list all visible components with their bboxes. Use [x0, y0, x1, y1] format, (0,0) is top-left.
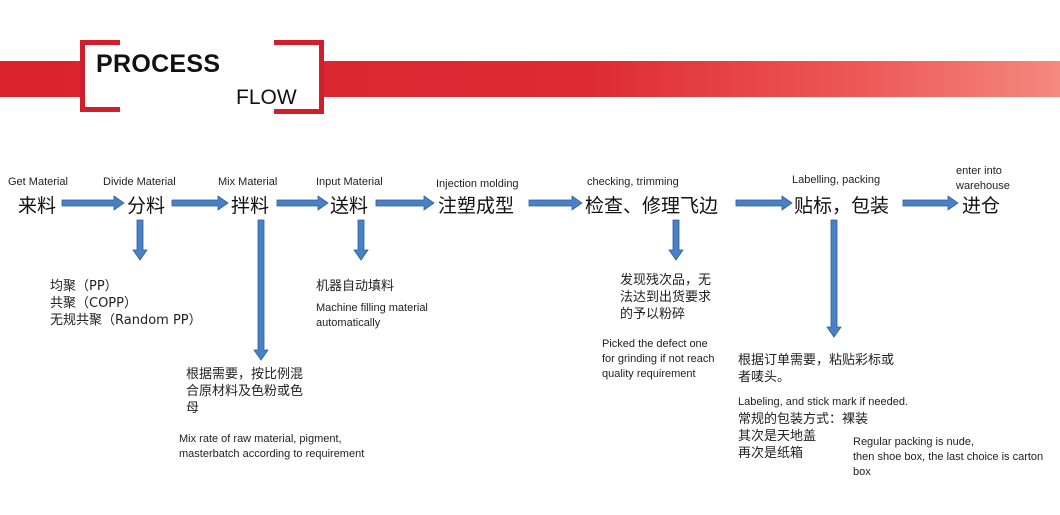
step-label-checking: checking, trimming [587, 176, 679, 188]
note-packing-en: Regular packing is nude, then shoe box, … [853, 435, 1043, 480]
step-label-labelling: Labelling, packing [792, 174, 881, 186]
page-title: PROCESS [96, 50, 221, 78]
down-arrow-checking [668, 219, 684, 261]
title-bracket-left [80, 40, 120, 112]
step-name-checking: 检查、修理飞边 [585, 195, 719, 217]
note-line: 共聚（COPP） [50, 296, 137, 311]
note-checking: 发现残次品，无 法达到出货要求 的予以粉碎 [620, 272, 711, 323]
step-name-mix-material: 拌料 [231, 195, 270, 217]
note-line: for grinding if not reach [602, 353, 715, 365]
step-label-get-material: Get Material [8, 176, 68, 188]
down-arrow-input [353, 219, 369, 261]
note-line: Picked the defect one [602, 338, 708, 350]
note-line: 机器自动填料 [316, 279, 395, 294]
note-line: automatically [316, 317, 381, 329]
page-subtitle: FLOW [236, 86, 297, 109]
note-line: Machine filling material [316, 302, 428, 314]
note-line: then shoe box, the last choice is carton [853, 451, 1044, 463]
note-line: box [853, 466, 871, 478]
note-line: 常规的包装方式：裸装 [738, 412, 869, 427]
flow-arrow-2 [171, 195, 229, 211]
note-input-material: 机器自动填料 [316, 278, 394, 295]
note-divide-material: 均聚（PP） 共聚（COPP） 无规共聚（Random PP） [50, 278, 202, 329]
note-line: quality requirement [602, 368, 696, 380]
step-name-warehouse: 进仓 [962, 195, 1001, 217]
flow-arrow-7 [902, 195, 959, 211]
note-line: 发现残次品，无 [620, 273, 712, 288]
note-mix-material-en: Mix rate of raw material, pigment, maste… [179, 432, 364, 462]
down-arrow-divide [132, 219, 148, 261]
note-line: Regular packing is nude, [853, 436, 975, 448]
note-line: 再次是纸箱 [738, 446, 804, 461]
down-arrow-labelling [826, 219, 842, 338]
note-labelling: 根据订单需要，粘贴彩标或 者唛头。 [738, 352, 894, 386]
step-name-labelling: 贴标，包装 [794, 195, 890, 217]
note-line: masterbatch according to requirement [179, 448, 365, 460]
note-labelling-en: Labeling, and stick mark if needed. [738, 396, 908, 408]
flow-arrow-5 [528, 195, 583, 211]
title-frame [80, 40, 322, 112]
note-line: 者唛头。 [738, 370, 791, 385]
flow-arrow-1 [61, 195, 125, 211]
step-label-warehouse-line2: warehouse [956, 180, 1010, 192]
step-label-divide-material: Divide Material [103, 176, 176, 188]
down-arrow-mix [253, 219, 269, 361]
note-line: 合原材料及色粉或色 [186, 384, 304, 399]
flow-arrow-6 [735, 195, 793, 211]
note-line: 其次是天地盖 [738, 429, 817, 444]
note-line: 根据需要，按比例混 [186, 367, 304, 382]
note-line: 母 [186, 401, 200, 416]
flow-arrow-4 [375, 195, 435, 211]
step-name-injection-molding: 注塑成型 [438, 195, 515, 217]
step-label-mix-material: Mix Material [218, 176, 278, 188]
note-line: 无规共聚（Random PP） [50, 313, 202, 328]
note-checking-en: Picked the defect one for grinding if no… [602, 337, 715, 382]
note-line: 的予以粉碎 [620, 307, 686, 322]
step-name-input-material: 送料 [330, 195, 369, 217]
note-line: 均聚（PP） [50, 279, 118, 294]
title-bracket-right [274, 40, 324, 114]
note-packing: 常规的包装方式：裸装 其次是天地盖 再次是纸箱 [738, 411, 868, 462]
note-input-material-en: Machine filling material automatically [316, 301, 428, 331]
note-mix-material: 根据需要，按比例混 合原材料及色粉或色 母 [186, 366, 303, 417]
note-line: 法达到出货要求 [620, 290, 712, 305]
step-name-divide-material: 分料 [127, 195, 166, 217]
step-label-input-material: Input Material [316, 176, 383, 188]
note-line: 根据订单需要，粘贴彩标或 [738, 353, 895, 368]
step-name-get-material: 来料 [18, 195, 57, 217]
step-label-warehouse-line1: enter into [956, 165, 1002, 177]
step-label-injection-molding: Injection molding [436, 178, 519, 190]
flow-arrow-3 [276, 195, 329, 211]
note-line: Mix rate of raw material, pigment, [179, 433, 342, 445]
